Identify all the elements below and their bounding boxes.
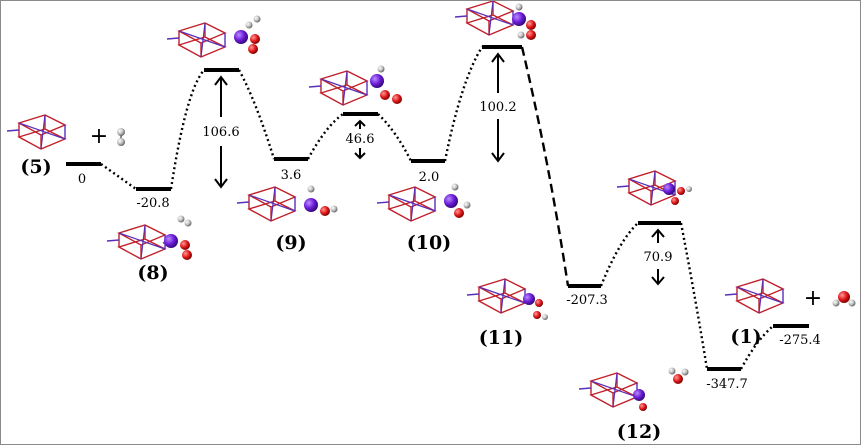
compound-label-1: (1) — [730, 326, 761, 348]
molecule-9-image — [236, 185, 338, 222]
reaction-path — [100, 46, 774, 370]
compound-label-11: (11) — [479, 327, 523, 349]
barrier-arrow-4 — [651, 228, 665, 286]
connector-9-ts2 — [306, 113, 344, 160]
barrier-value-3: 100.2 — [479, 100, 516, 115]
molecule-5-image — [6, 114, 66, 150]
barrier-value-2: 46.6 — [346, 132, 375, 147]
barrier-arrow-3 — [491, 52, 505, 163]
barrier-arrow-1 — [214, 75, 228, 189]
connector-8-ts1 — [169, 69, 205, 190]
molecule-ts4-image — [616, 170, 692, 206]
energy-value-12: -347.7 — [706, 377, 748, 392]
energy-value-1: -275.4 — [779, 333, 821, 348]
connector-ts3-11 — [520, 46, 570, 287]
hydrogen-molecule-image — [117, 128, 125, 146]
connector-5-8 — [100, 163, 137, 190]
energy-value-8: -20.8 — [136, 196, 169, 211]
barrier-value-4: 70.9 — [644, 250, 673, 265]
barrier-values: 106.6 46.6 100.2 70.9 — [202, 100, 672, 265]
compound-label-5: (5) — [20, 156, 51, 178]
energy-value-11: -207.3 — [566, 293, 608, 308]
energy-value-5: 0 — [78, 172, 86, 187]
barrier-arrow-2 — [354, 119, 366, 160]
energy-value-9: 3.6 — [281, 168, 302, 183]
molecule-12-image — [578, 372, 647, 411]
plus-sign-right: + — [804, 286, 822, 311]
energy-value-10: 2.0 — [419, 170, 440, 185]
molecule-ts3-image — [454, 1, 536, 40]
barrier-arrows — [214, 52, 665, 286]
compound-label-10: (10) — [407, 232, 451, 254]
compound-label-9: (9) — [275, 232, 306, 254]
plus-sign-left: + — [90, 124, 108, 149]
compound-label-12: (12) — [617, 421, 661, 443]
energy-values: 0 -20.8 3.6 2.0 -207.3 -347.7 -275.4 — [78, 168, 821, 392]
molecule-ts1-image — [166, 15, 261, 58]
molecule-10-image — [376, 183, 471, 222]
water-molecule-12-image — [668, 367, 689, 384]
molecule-ts2-image — [308, 65, 402, 106]
molecule-1-image — [724, 278, 784, 314]
energy-levels — [66, 45, 809, 371]
molecule-8-image — [106, 215, 192, 260]
compound-label-8: (8) — [137, 262, 168, 284]
connector-11-ts4 — [599, 222, 639, 287]
water-molecule-1-image — [832, 291, 856, 307]
connector-10-ts3 — [443, 46, 484, 162]
compound-labels: (5) (8) (9) (10) (11) (12) (1) — [20, 156, 761, 443]
connector-ts1-9 — [237, 69, 276, 160]
connector-ts2-10 — [377, 113, 413, 162]
barrier-value-1: 106.6 — [202, 125, 239, 140]
molecule-11-image — [466, 278, 548, 320]
connector-12-1 — [739, 325, 774, 370]
connector-ts4-12 — [679, 222, 709, 370]
